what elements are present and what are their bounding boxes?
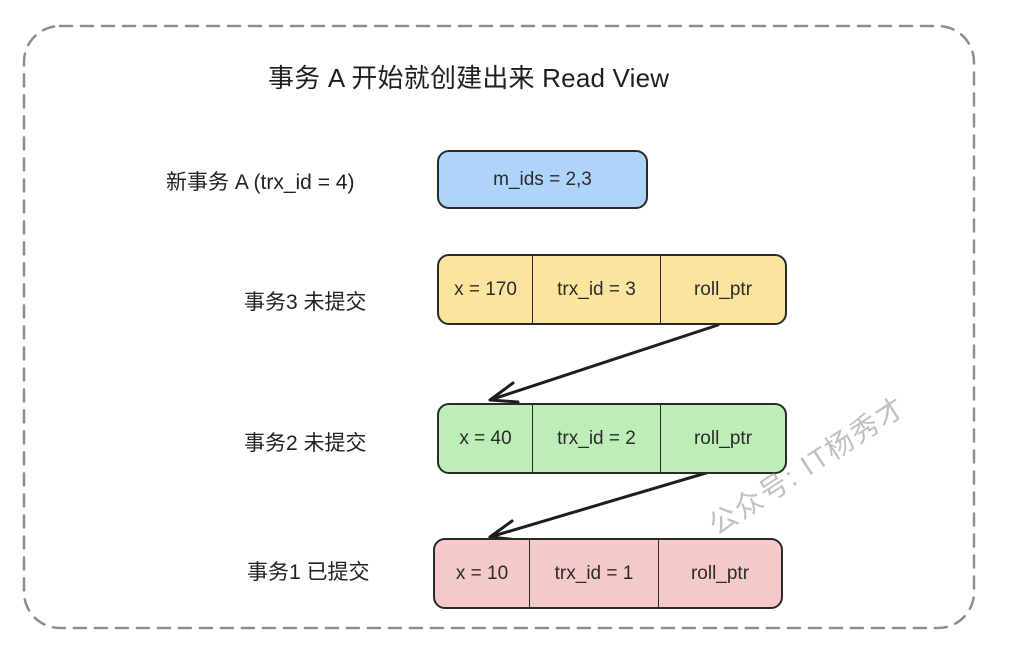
x-value-cell: x = 10: [455, 562, 509, 584]
x-value-cell: x = 40: [459, 427, 512, 449]
m-ids-cell: m_ids = 2,3: [493, 168, 592, 190]
version-label-trx2: 事务2 未提交: [244, 432, 367, 455]
roll-ptr-arrow-3-to-2: [488, 323, 720, 404]
read-view-box: m_ids = 2,3: [437, 150, 648, 209]
read-view-label: 新事务 A (trx_id = 4): [166, 171, 355, 194]
arrowhead-icon: [488, 381, 520, 404]
roll-ptr-cell: roll_ptr: [660, 256, 785, 323]
undo-record-trx2: x = 40 trx_id = 2 roll_ptr: [437, 403, 787, 474]
diagram-title: 事务 A 开始就创建出来 Read View: [268, 63, 670, 93]
version-label-trx1: 事务1 已提交: [247, 561, 370, 584]
arrow-line: [488, 323, 720, 402]
roll-ptr-arrow-2-to-1: [488, 463, 735, 542]
arrow-line: [488, 463, 735, 539]
trx-id-cell: trx_id = 1: [529, 540, 658, 607]
trx-id-cell: trx_id = 2: [532, 405, 660, 472]
version-label-trx3: 事务3 未提交: [244, 291, 367, 314]
trx-id-cell: trx_id = 3: [532, 256, 660, 323]
roll-ptr-cell: roll_ptr: [658, 540, 781, 607]
roll-ptr-cell: roll_ptr: [660, 405, 785, 472]
undo-record-trx1: x = 10 trx_id = 1 roll_ptr: [433, 538, 783, 609]
undo-record-trx3: x = 170 trx_id = 3 roll_ptr: [437, 254, 787, 325]
x-value-cell: x = 170: [454, 278, 517, 300]
